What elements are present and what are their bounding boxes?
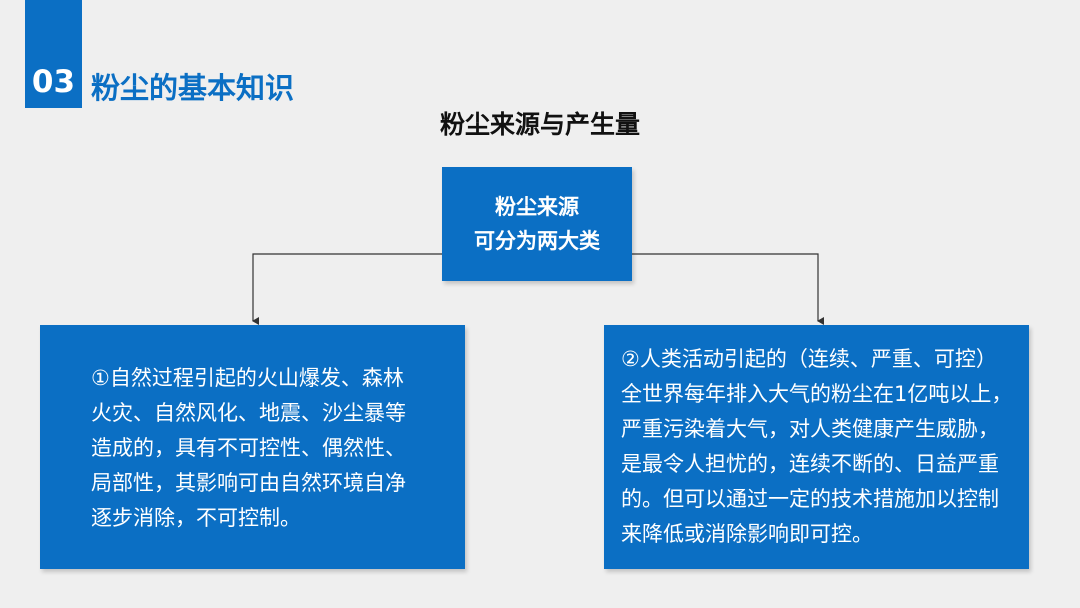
natural-source-text: ①自然过程引起的火山爆发、森林火灾、自然风化、地震、沙尘暴等造成的，具有不可控性… — [91, 366, 406, 530]
diagram-title: 粉尘来源与产生量 — [439, 110, 640, 139]
section-number-badge: 03 — [25, 0, 82, 108]
section-title: 粉尘的基本知识 — [91, 71, 295, 105]
human-source-text: ②人类活动引起的（连续、严重、可控）全世界每年排入大气的粉尘在1亿吨以上，严重污… — [621, 347, 1013, 546]
natural-source-node: ①自然过程引起的火山爆发、森林火灾、自然风化、地震、沙尘暴等造成的，具有不可控性… — [40, 325, 465, 569]
section-number: 03 — [31, 64, 76, 100]
connector-right — [632, 253, 824, 325]
root-node-line1: 粉尘来源 — [495, 195, 579, 219]
connector-left — [252, 253, 442, 325]
human-source-node: ②人类活动引起的（连续、严重、可控）全世界每年排入大气的粉尘在1亿吨以上，严重污… — [604, 325, 1029, 569]
root-node-line2: 可分为两大类 — [474, 229, 600, 253]
root-node: 粉尘来源 可分为两大类 — [442, 167, 632, 281]
